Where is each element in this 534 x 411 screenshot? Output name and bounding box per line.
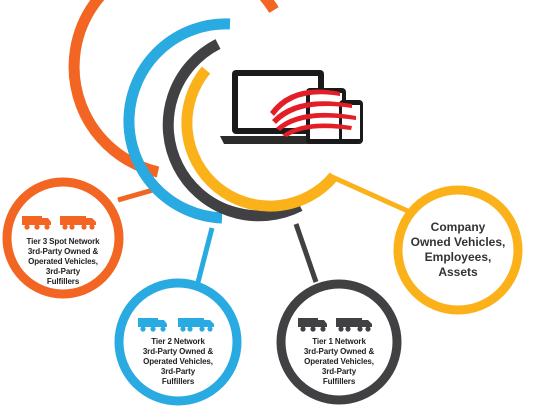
tier2-title: Tier 2 Network [151,337,205,346]
tier1-title: Tier 1 Network [312,337,366,346]
tier2-line: 3rd-Party Owned & [142,347,214,356]
company-line: Company [430,220,486,234]
blue-arc [123,18,231,224]
connector-company [328,173,412,215]
company-line: Owned Vehicles, [410,235,506,249]
tier2-line: 3rd-Party [160,367,196,376]
truck-icon [178,318,214,332]
company-line: Assets [438,265,478,279]
tier3-line: Fulfillers [46,277,80,286]
tier3-circle [2,177,124,299]
tier3-line: Operated Vehicles, [28,257,98,266]
tier1-line: Operated Vehicles, [304,357,374,366]
tier3-title: Tier 3 Spot Network [26,237,100,246]
devices-icon [220,70,363,144]
tier2-line: Operated Vehicles, [143,357,213,366]
yellow-arc [181,66,339,212]
dark-arc [162,39,303,222]
connector-tier2 [193,227,215,291]
truck-icon [60,216,96,230]
tier1-line: 3rd-Party Owned & [303,347,375,356]
tier1-circle [276,279,402,405]
tier2-circle [114,278,242,406]
tier1-line: 3rd-Party [321,367,357,376]
company-line: Employees, [424,250,492,264]
company-circle [393,185,523,315]
orange-arc [68,0,279,178]
truck-icon [22,216,51,230]
truck-icon [336,318,372,332]
tier1-line: Fulfillers [322,377,356,386]
company-label: Company Owned Vehicles, Employees, Asset… [403,218,513,282]
tier2-line: Fulfillers [161,377,195,386]
tier3-line: 3rd-Party [45,267,81,276]
connector-tier1 [293,223,319,283]
tier3-line: 3rd-Party Owned & [27,247,99,256]
tier3-label: Tier 3 Spot Network 3rd-Party Owned & Op… [13,236,113,288]
tier1-label: Tier 1 Network 3rd-Party Owned & Operate… [289,336,389,388]
truck-icon [138,318,167,332]
truck-icon [298,318,327,332]
tier2-label: Tier 2 Network 3rd-Party Owned & Operate… [128,336,228,388]
